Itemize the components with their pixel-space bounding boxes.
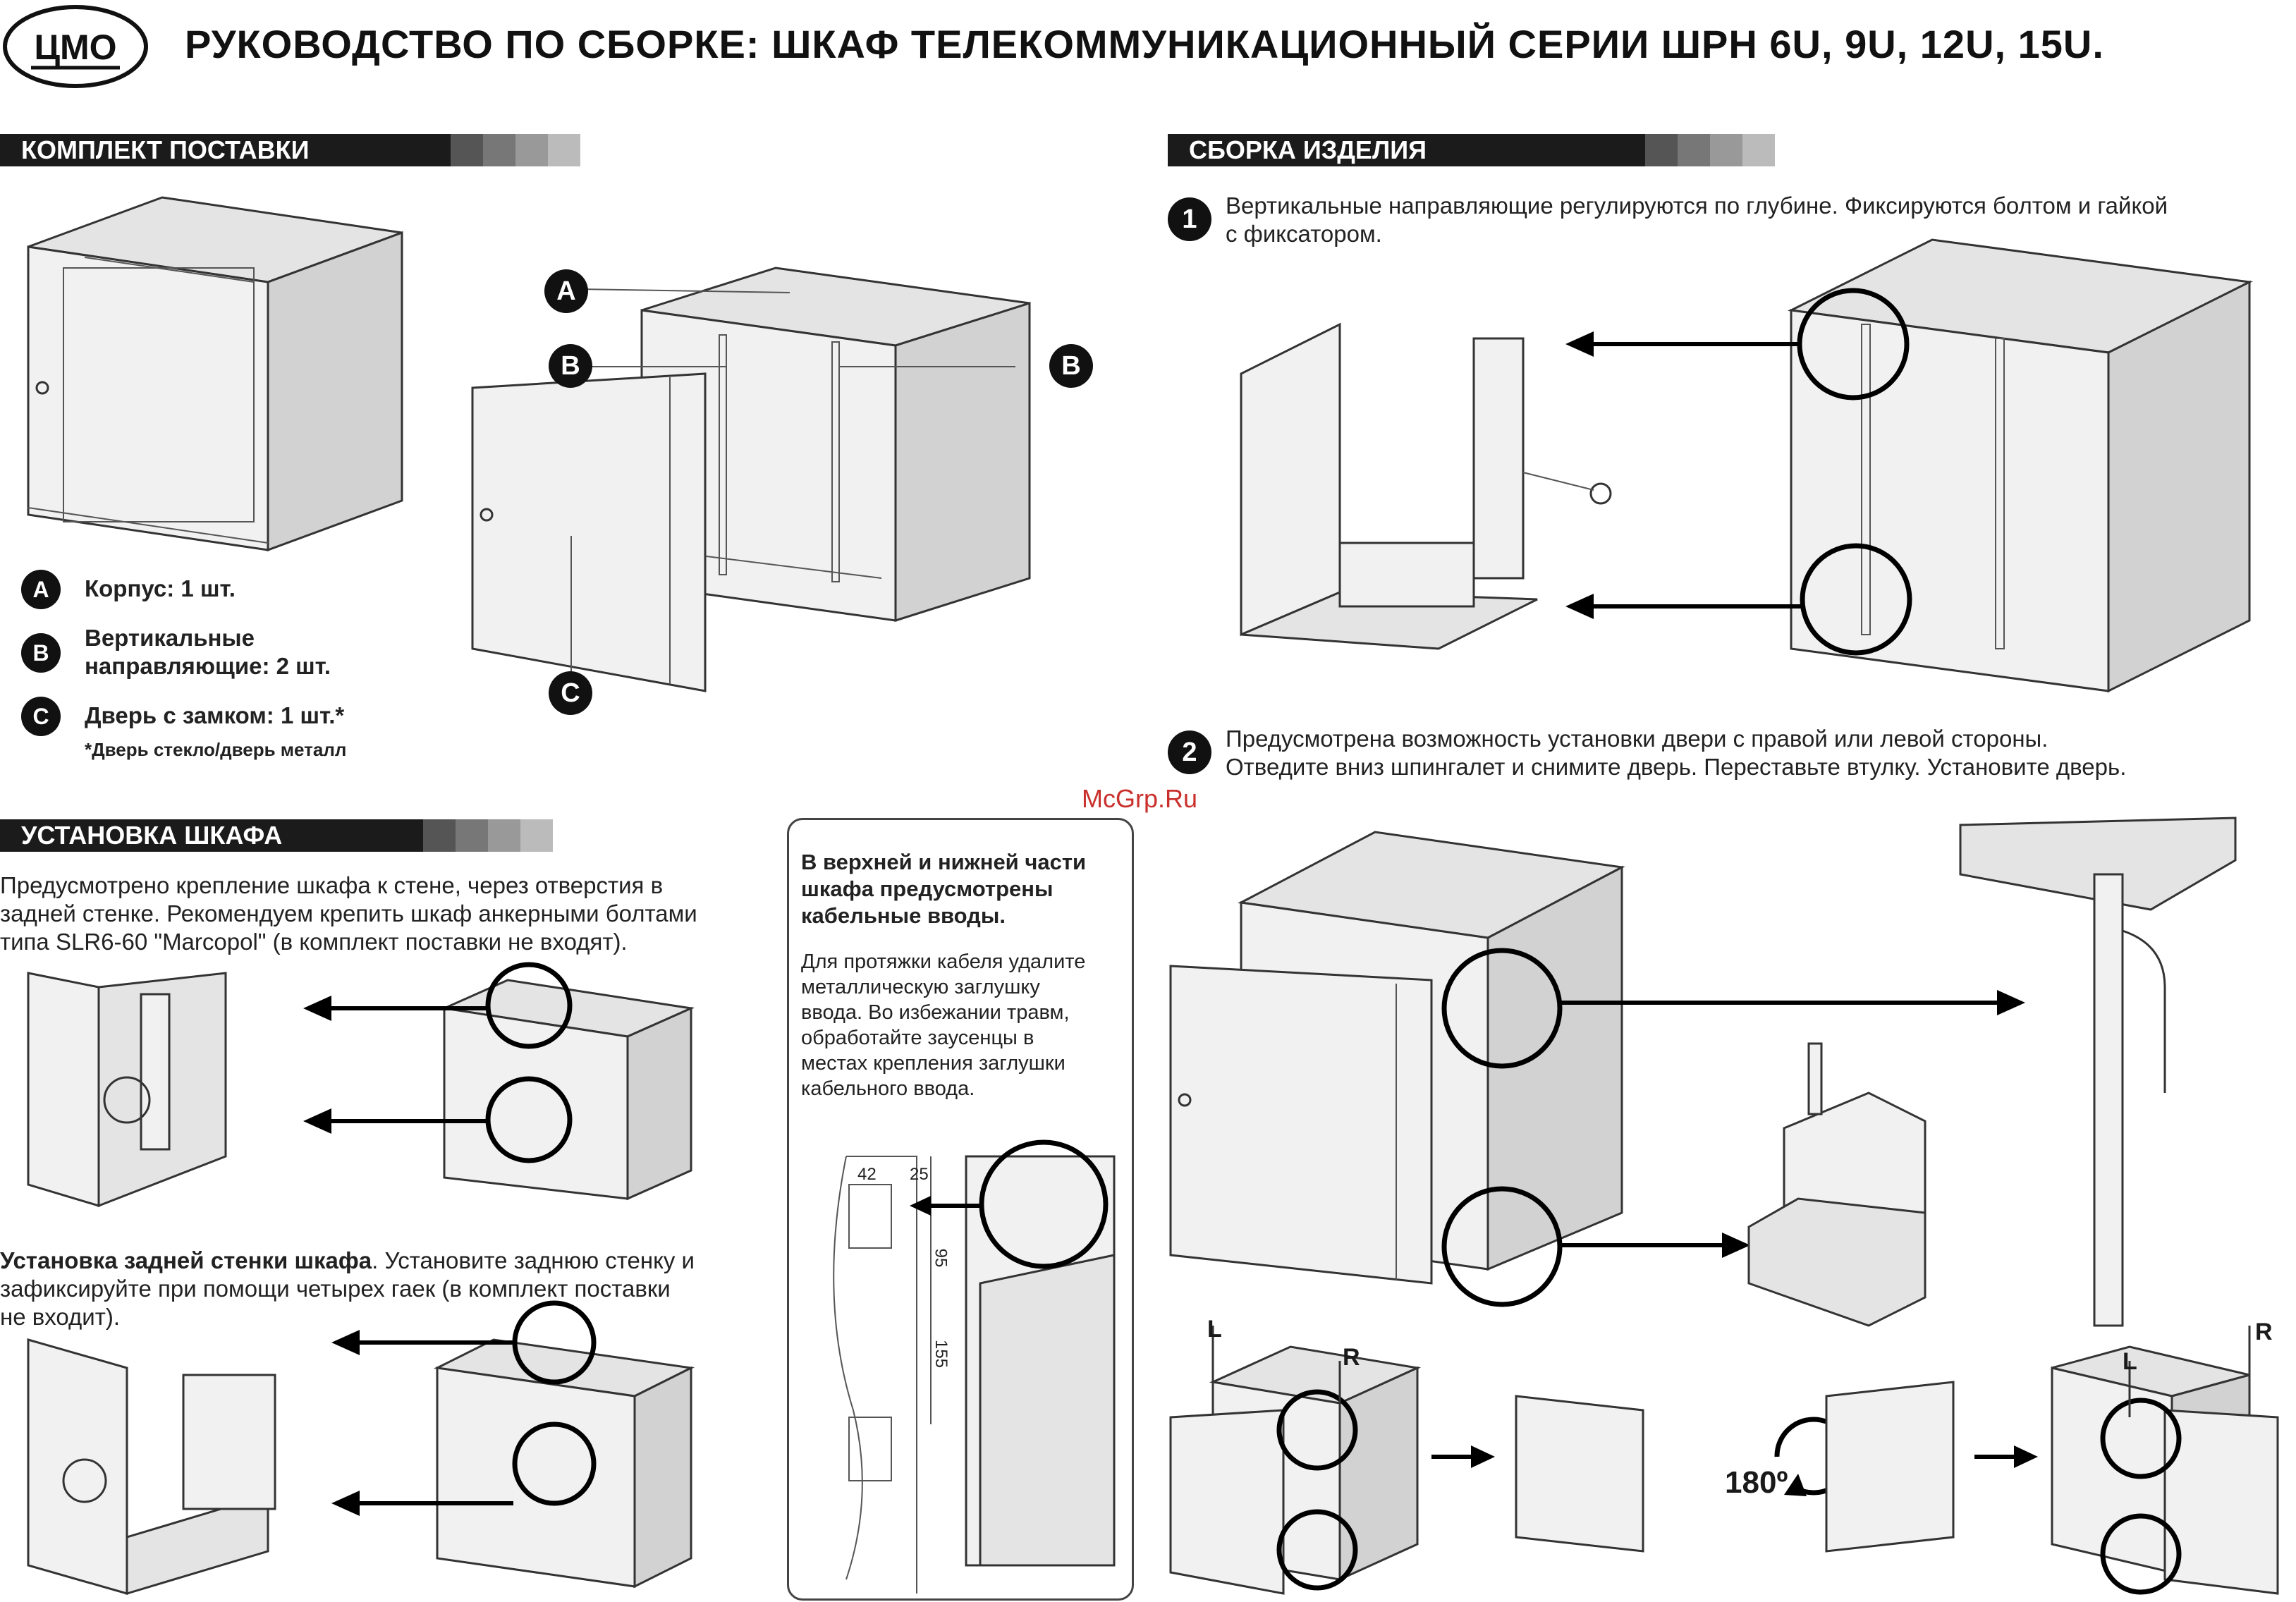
closed-cabinet-illustration [27,196,403,552]
legend-a-badge: A [21,570,61,609]
legend-b-badge: B [21,633,61,673]
legend-c-text: Дверь с замком: 1 шт.* [85,702,345,728]
legend-a-text: Корпус: 1 шт. [85,575,236,601]
step-1-text-2: с фиксатором. [1226,221,1382,247]
step-1-badge: 1 [1168,197,1211,241]
cable-body-3: ввода. Во избежании травм, [801,1001,1070,1024]
install-para1-3: типа SLR6-60 "Marcopol" (в комплект пост… [0,929,628,955]
left-door-l-label: L [1207,1316,1222,1343]
cable-entry-illustration [833,1139,1116,1594]
wall-mount-illustration [27,962,695,1208]
step-2-text-2: Отведите вниз шпингалет и снимите дверь.… [1226,754,2127,780]
label-b-left-badge: B [549,344,592,388]
cable-body-1: Для протяжки кабеля удалите [801,950,1086,973]
cable-title-1: В верхней и нижней части [801,850,1087,874]
cable-entry-box [787,818,1134,1601]
legend-c-badge: C [21,697,61,736]
section-assembly: СБОРКА ИЗДЕЛИЯ [1168,134,1775,166]
install-para2-3: не входит). [0,1304,120,1330]
install-para2-bold: Установка задней стенки шкафа [0,1247,372,1273]
install-para2-rest: . Установите заднюю стенку и [372,1247,695,1273]
dim-42: 42 [857,1165,877,1184]
label-b-right-badge: B [1049,344,1093,388]
rotate-label: 180º [1725,1465,1788,1500]
cable-body-4: обработайте заусенцы в [801,1027,1034,1049]
step-2-text-1: Предусмотрена возможность установки двер… [1226,726,2048,752]
dim-25: 25 [910,1165,929,1184]
install-para2-1: Установка задней стенки шкафа. Установит… [0,1247,695,1275]
cable-title-2: шкафа предусмотрены [801,876,1054,901]
section-kit-label: КОМПЛЕКТ ПОСТАВКИ [0,134,331,166]
step-2-badge: 2 [1168,730,1211,774]
install-para1-2: задней стенке. Рекомендуем крепить шкаф … [0,900,697,927]
door-hinge-illustration [1169,817,2237,1327]
cmo-logo: ЦМО [3,5,148,88]
legend-b-text-2: направляющие: 2 шт. [85,653,331,679]
dim-95: 95 [931,1248,951,1268]
cable-body-5: местах крепления заглушки [801,1052,1065,1075]
section-install: УСТАНОВКА ШКАФА [0,819,554,852]
open-cabinet-illustration [471,267,1031,692]
section-assembly-label: СБОРКА ИЗДЕЛИЯ [1168,134,1448,166]
label-a-badge: A [544,269,588,313]
right-door-r-label: R [2255,1319,2273,1345]
left-door-r-label: R [1343,1344,1360,1371]
door-swap-illustration [1169,1326,2279,1595]
cable-title-3: кабельные вводы. [801,903,1006,928]
section-kit: КОМПЛЕКТ ПОСТАВКИ [0,134,580,166]
logo-text: ЦМО [34,27,116,67]
rear-panel-illustration [27,1300,695,1596]
step-1-text-1: Вертикальные направляющие регулируются п… [1226,192,2168,219]
cable-body-6: кабельного ввода. [801,1077,975,1100]
label-c-badge: C [549,671,592,715]
dim-155: 155 [932,1339,951,1369]
page-title: РУКОВОДСТВО ПО СБОРКЕ: ШКАФ ТЕЛЕКОММУНИК… [185,22,2104,66]
section-install-label: УСТАНОВКА ШКАФА [0,819,304,852]
watermark: McGrp.Ru [1082,784,1198,813]
install-para1-1: Предусмотрено крепление шкафа к стене, ч… [0,872,664,898]
right-door-l-label: L [2123,1348,2137,1375]
rail-adjustment-illustration [1240,238,2254,693]
install-para2-2: зафиксируйте при помощи четырех гаек (в … [0,1276,671,1302]
door-note: *Дверь стекло/дверь металл [85,739,347,760]
cable-body-2: металлическую заглушку [801,976,1040,998]
legend-b-text-1: Вертикальные [85,625,255,651]
